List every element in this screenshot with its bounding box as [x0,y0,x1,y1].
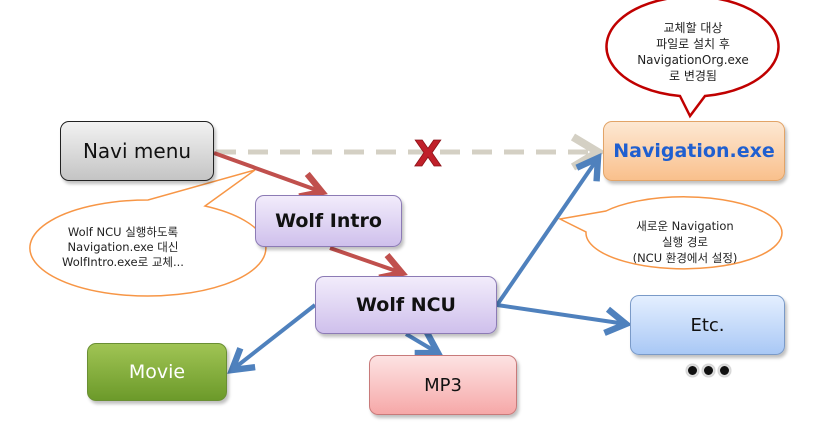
node-label: MP3 [424,374,462,396]
node-navi-menu: Navi menu [60,121,214,181]
node-label: Etc. [690,314,725,336]
dot [686,364,699,377]
node-label: Wolf NCU [355,294,456,316]
callout-line: WolfIntro.exe로 교체... [62,255,184,269]
arrow-ncu-to-navigation [495,152,602,307]
node-wolf-ncu: Wolf NCU [315,276,497,334]
callout-right-text: 새로운 Navigation 실행 경로 (NCU 환경에서 설정) [590,218,780,266]
callout-top-text: 교체할 대상 파일로 설치 후 NavigationOrg.exe 로 변경됨 [618,20,768,84]
blocked-x-icon: X [414,134,442,175]
callout-line: 교체할 대상 [663,21,723,35]
arrow-ncu-to-mp3 [404,330,444,357]
node-movie: Movie [87,343,227,401]
node-label: Wolf Intro [275,210,382,232]
callout-top-shape [605,0,780,119]
node-navigation-exe: Navigation.exe [603,121,785,181]
node-label: Movie [128,361,186,383]
callout-line: 새로운 Navigation [636,219,734,233]
node-etc: Etc. [630,295,785,355]
callout-line: 실행 경로 [662,235,708,249]
callout-line: NavigationOrg.exe [637,53,749,67]
node-wolf-intro: Wolf Intro [255,195,402,247]
callout-right-shape [557,196,783,270]
callout-left-text: Wolf NCU 실행하도록 Navigation.exe 대신 WolfInt… [18,225,228,270]
arrow-navi-to-intro [213,151,328,200]
arrow-ncu-to-etc [496,303,633,336]
callout-line: 로 변경됨 [669,69,717,83]
callout-line: 파일로 설치 후 [656,37,730,51]
dot [718,364,731,377]
arrow-ncu-to-movie [227,303,317,374]
ellipsis-dots-icon [686,364,731,377]
dot [702,364,715,377]
callout-line: Wolf NCU 실행하도록 [67,225,179,239]
callout-line: (NCU 환경에서 설정) [632,251,738,265]
callout-line: Navigation.exe 대신 [67,240,179,254]
arrow-intro-to-ncu [329,246,408,281]
node-mp3: MP3 [369,355,517,415]
node-label: Navi menu [82,139,192,163]
node-label: Navigation.exe [613,140,775,162]
